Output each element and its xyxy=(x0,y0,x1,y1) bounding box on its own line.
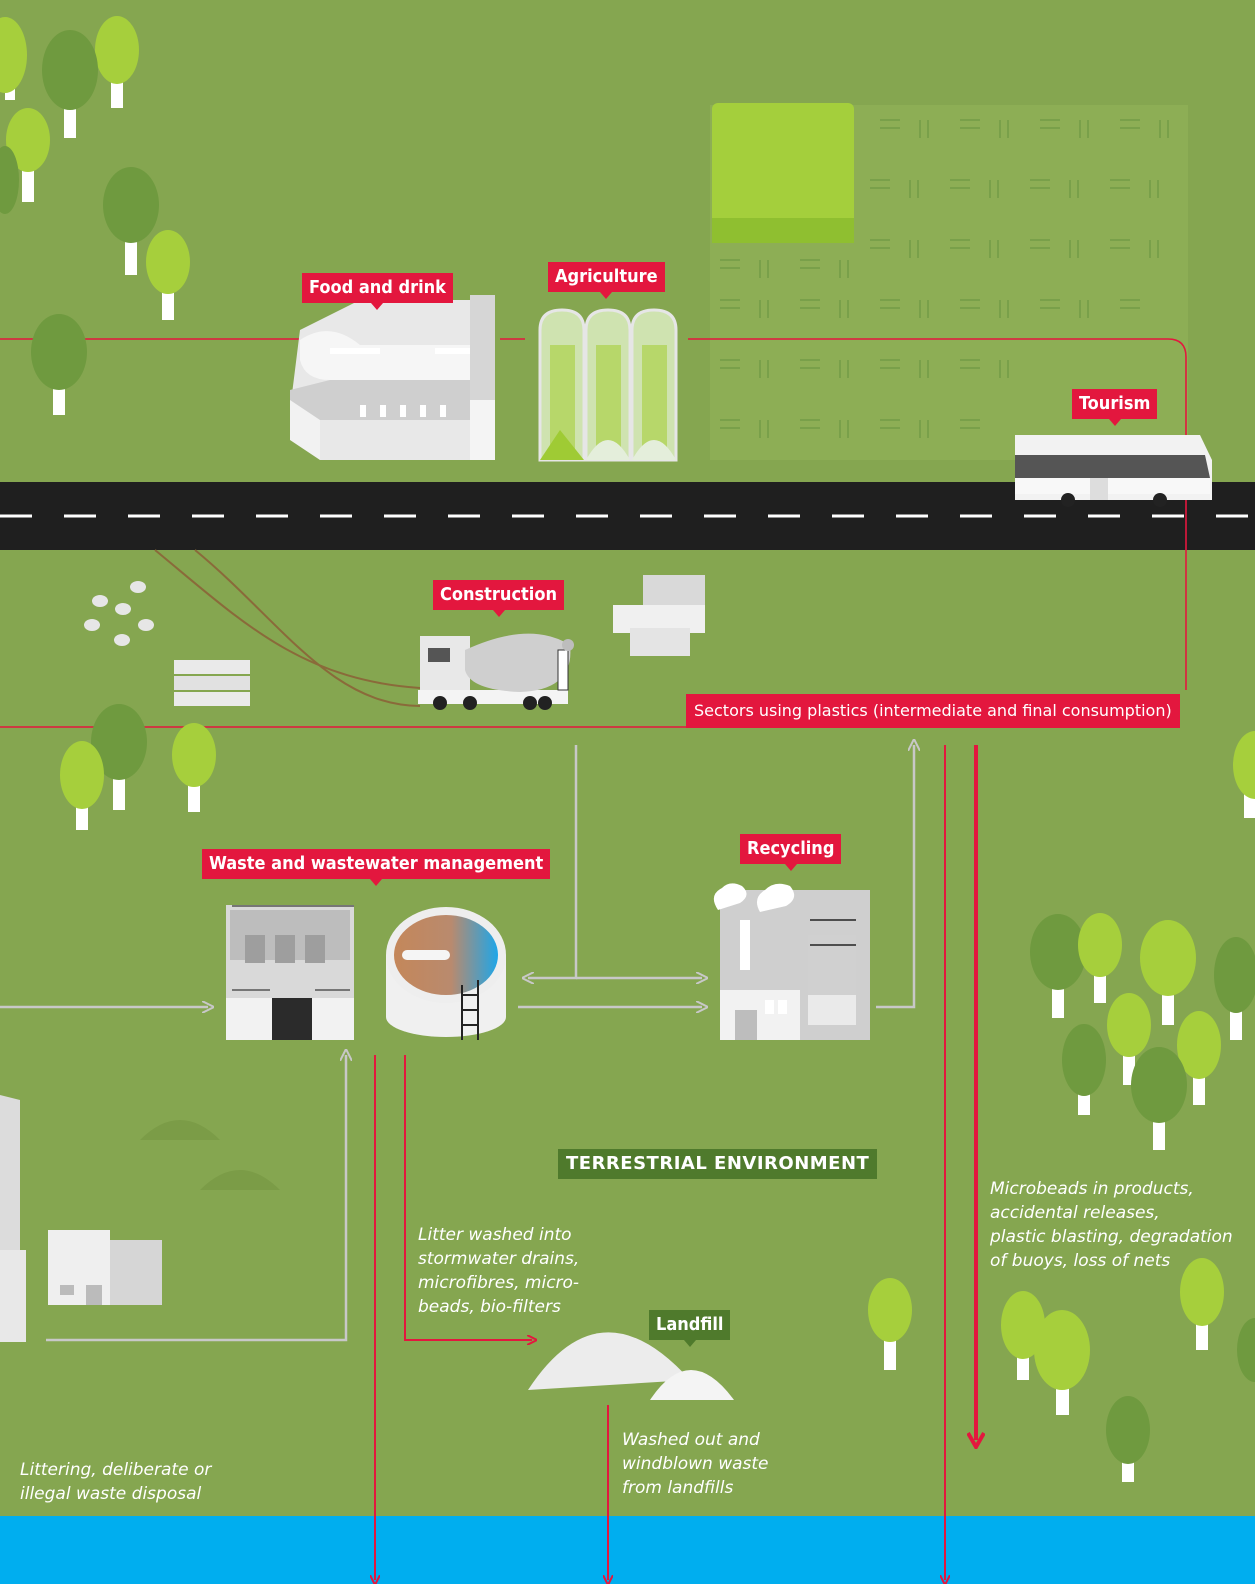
tree xyxy=(1177,1011,1221,1105)
tree xyxy=(91,704,147,810)
label-food-and-drink: Food and drink xyxy=(302,273,453,310)
tree xyxy=(1062,1024,1106,1115)
construction-paths xyxy=(154,549,421,707)
tree xyxy=(103,167,159,275)
town-buildings-illustration xyxy=(0,1095,162,1342)
tree xyxy=(42,30,98,138)
landfill-illustration xyxy=(528,1332,734,1400)
tree xyxy=(146,230,190,320)
sectors-banner: Sectors using plastics (intermediate and… xyxy=(686,694,1180,728)
tree xyxy=(1106,1396,1150,1482)
tree xyxy=(1078,913,1122,1003)
tree xyxy=(95,16,139,108)
environment-label: TERRESTRIAL ENVIRONMENT xyxy=(558,1149,878,1179)
pipes-stack-illustration xyxy=(84,581,250,706)
building-blocks-illustration xyxy=(613,575,705,656)
hill xyxy=(200,1170,280,1190)
label-agriculture: Agriculture xyxy=(548,262,665,299)
hill xyxy=(140,1120,220,1140)
tree xyxy=(1237,1318,1255,1382)
food-factory-illustration xyxy=(290,295,495,460)
water-body xyxy=(0,1516,1255,1584)
trees xyxy=(0,16,1255,1482)
tour-bus-illustration xyxy=(1015,435,1212,507)
leakage-flow-lines xyxy=(375,745,945,1580)
tree xyxy=(31,314,87,415)
greenhouse-illustration xyxy=(538,308,678,462)
tree xyxy=(1107,993,1151,1085)
label-waste-management: Waste and wastewater management xyxy=(202,849,551,886)
tree xyxy=(1233,731,1255,818)
tree xyxy=(1214,937,1255,1040)
label-tourism: Tourism xyxy=(1072,389,1158,426)
cement-mixer-truck-illustration xyxy=(418,633,574,710)
tree xyxy=(1140,920,1196,1025)
note-microbeads: Microbeads in products, accidental relea… xyxy=(990,1179,1233,1271)
label-recycling: Recycling xyxy=(740,834,842,871)
recycling-plant-illustration xyxy=(713,883,870,1040)
note-littering: Littering, deliberate or illegal waste d… xyxy=(20,1460,212,1504)
note-litter-stormwater: Litter washed into stormwater drains, mi… xyxy=(418,1225,580,1317)
tree xyxy=(1001,1291,1045,1380)
tree xyxy=(0,146,19,214)
note-landfill-washout: Washed out and windblown waste from land… xyxy=(622,1430,769,1498)
material-flow-lines xyxy=(0,745,914,1342)
tree xyxy=(1030,914,1086,1018)
tree xyxy=(60,741,104,830)
farm-field-lines xyxy=(720,119,1169,438)
label-landfill: Landfill xyxy=(649,1310,731,1347)
crop-field xyxy=(712,103,854,243)
tree xyxy=(1034,1310,1090,1415)
label-construction: Construction xyxy=(433,580,564,617)
tree xyxy=(172,723,216,812)
tree xyxy=(1131,1047,1187,1150)
tree xyxy=(1180,1258,1224,1350)
tree xyxy=(6,108,50,202)
tree xyxy=(868,1278,912,1370)
wastewater-plant-illustration xyxy=(226,905,506,1040)
tree xyxy=(0,17,27,100)
